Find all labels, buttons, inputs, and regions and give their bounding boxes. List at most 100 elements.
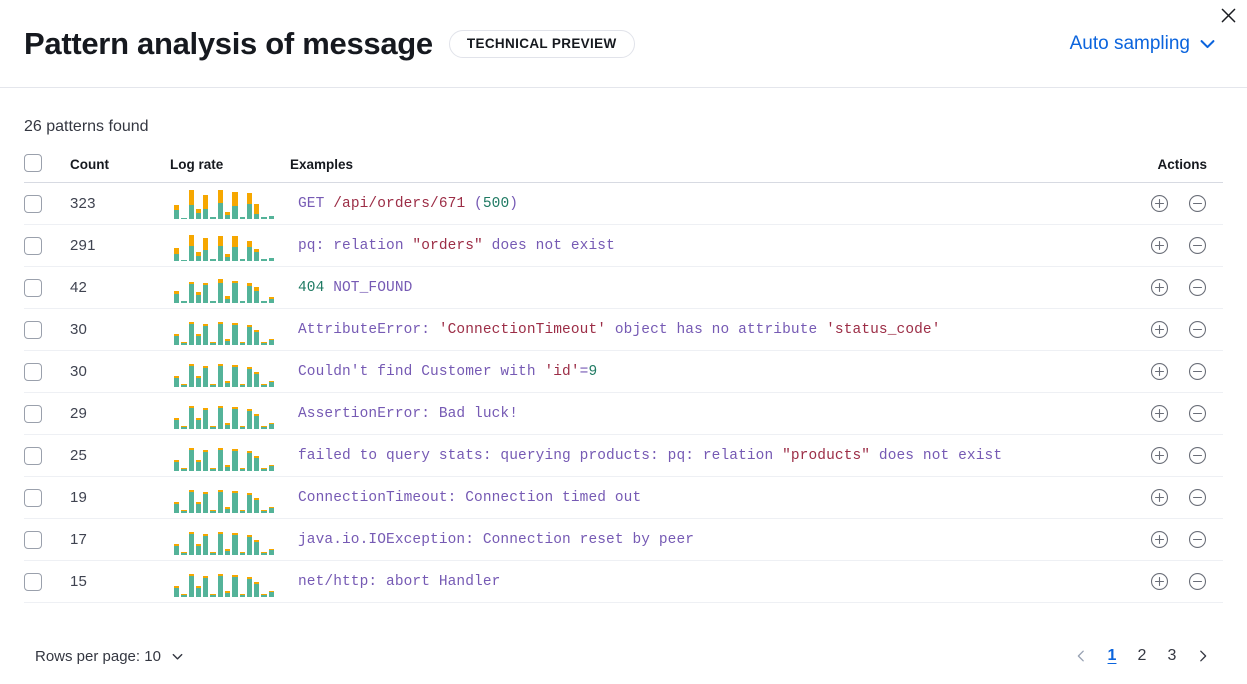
circle-minus-icon[interactable]: [1187, 404, 1207, 424]
example-token: (: [465, 195, 483, 212]
sparkline-bar-highlight: [224, 211, 231, 215]
sparkline-bar-base: [217, 575, 223, 597]
chevron-left-icon[interactable]: [1067, 642, 1095, 670]
sparkline-bar-highlight: [232, 280, 238, 283]
sparkline-bar-base: [224, 508, 231, 513]
column-header-count[interactable]: Count: [70, 154, 170, 183]
chevron-right-icon[interactable]: [1189, 642, 1217, 670]
row-checkbox[interactable]: [24, 320, 42, 339]
sparkline-bar-highlight: [203, 449, 209, 452]
count-cell: 291: [70, 224, 170, 267]
row-checkbox[interactable]: [24, 446, 42, 465]
sparkline-bar: [268, 464, 274, 471]
sparkline-bar: [224, 548, 231, 555]
example-text: ConnectionTimeout: Connection timed out: [290, 488, 1116, 508]
log-rate-sparkline: [170, 399, 274, 429]
circle-minus-icon[interactable]: [1187, 446, 1207, 466]
page-number-3[interactable]: 3: [1159, 642, 1185, 670]
example-token: 'ConnectionTimeout': [438, 321, 607, 338]
row-checkbox[interactable]: [24, 236, 42, 255]
circle-minus-icon[interactable]: [1187, 320, 1207, 340]
rows-per-page-selector[interactable]: Rows per page: 10: [24, 648, 185, 665]
row-actions: [1116, 477, 1223, 518]
circle-plus-icon[interactable]: [1149, 194, 1169, 214]
circle-plus-icon[interactable]: [1149, 362, 1169, 382]
select-all-checkbox[interactable]: [24, 154, 42, 172]
sparkline-bar-base: [195, 294, 202, 303]
circle-plus-icon[interactable]: [1149, 278, 1169, 298]
close-icon[interactable]: [1215, 2, 1241, 28]
sparkline-bar-highlight: [217, 447, 223, 450]
circle-minus-icon[interactable]: [1187, 572, 1207, 592]
sparkline-bar-highlight: [195, 585, 202, 588]
circle-plus-icon[interactable]: [1149, 320, 1169, 340]
sparkline-bar-base: [246, 246, 253, 261]
sparkline-bar-highlight: [268, 506, 274, 508]
row-checkbox[interactable]: [24, 194, 42, 213]
sparkline-bar-base: [188, 245, 194, 261]
row-checkbox[interactable]: [24, 362, 42, 381]
sparkline-bar: [261, 551, 267, 555]
sparkline-bar-highlight: [210, 425, 216, 427]
sparkline-bar-highlight: [261, 383, 267, 385]
example-token: pq: relation: [298, 237, 413, 254]
column-header-examples[interactable]: Examples: [290, 154, 1116, 183]
sparkline-bar: [246, 366, 253, 387]
column-header-log-rate[interactable]: Log rate: [170, 154, 290, 183]
circle-plus-icon[interactable]: [1149, 236, 1169, 256]
sparkline-bar-base: [224, 550, 231, 555]
circle-minus-icon[interactable]: [1187, 236, 1207, 256]
row-checkbox[interactable]: [24, 404, 42, 423]
sparkline-bar: [203, 449, 209, 471]
circle-minus-icon[interactable]: [1187, 488, 1207, 508]
sparkline-bar: [181, 300, 187, 303]
sparkline-bar-highlight: [174, 459, 180, 462]
page-number-2[interactable]: 2: [1129, 642, 1155, 670]
example-token: 404: [298, 279, 325, 296]
sparkline-bar-highlight: [239, 593, 245, 595]
row-checkbox[interactable]: [24, 530, 42, 549]
circle-minus-icon[interactable]: [1187, 362, 1207, 382]
circle-plus-icon[interactable]: [1149, 488, 1169, 508]
sparkline-bar-base: [268, 298, 274, 303]
sparkline-bar-highlight: [232, 191, 238, 206]
sparkline-bar-base: [261, 342, 267, 345]
row-checkbox[interactable]: [24, 488, 42, 507]
page-number-1[interactable]: 1: [1099, 642, 1125, 670]
sparkline-bar-highlight: [239, 467, 245, 469]
sparkline-bar: [254, 497, 260, 513]
sparkline-bar-highlight: [232, 322, 238, 325]
circle-plus-icon[interactable]: [1149, 446, 1169, 466]
sparkline-bar-base: [217, 202, 223, 219]
auto-sampling-dropdown[interactable]: Auto sampling: [1070, 33, 1223, 55]
sparkline-bar-highlight: [174, 290, 180, 294]
circle-plus-icon[interactable]: [1149, 572, 1169, 592]
circle-plus-icon[interactable]: [1149, 404, 1169, 424]
sparkline-bar-base: [254, 251, 260, 261]
row-checkbox[interactable]: [24, 572, 42, 591]
circle-minus-icon[interactable]: [1187, 194, 1207, 214]
sparkline-bar-base: [203, 208, 209, 219]
sparkline-bar: [246, 192, 253, 219]
circle-minus-icon[interactable]: [1187, 530, 1207, 550]
row-select-cell: [24, 392, 70, 435]
sparkline-bar-highlight: [261, 425, 267, 427]
sparkline-bar-base: [181, 594, 187, 597]
circle-plus-icon[interactable]: [1149, 530, 1169, 550]
count-value: 323: [70, 194, 96, 212]
example-token: does not exist: [482, 237, 615, 254]
sparkline-bar-base: [239, 510, 245, 513]
row-checkbox[interactable]: [24, 278, 42, 297]
circle-minus-icon[interactable]: [1187, 278, 1207, 298]
example-cell: failed to query stats: querying products…: [290, 434, 1116, 477]
